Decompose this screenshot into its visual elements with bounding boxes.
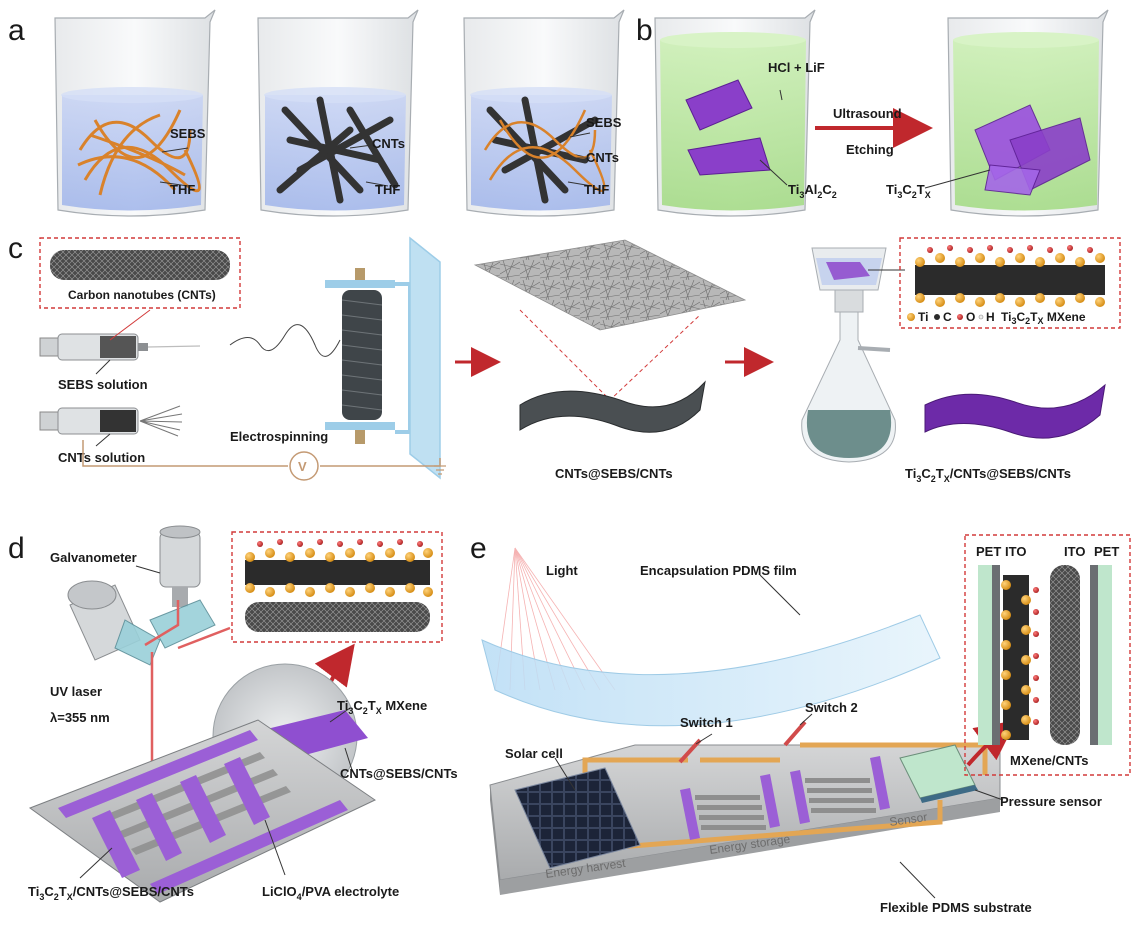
hv-circuit: V — [82, 440, 446, 481]
svg-text:O: O — [966, 310, 975, 324]
label-cnts: CNTs — [372, 136, 405, 151]
label-solar-cell: Solar cell — [505, 746, 563, 761]
collector-drum — [325, 236, 441, 480]
panel-d: d Galvanometer UV laser λ=355 nm — [8, 525, 458, 903]
label-electrode-d: Ti3C2TX/CNTs@SEBS/CNTs — [28, 884, 194, 902]
cnt-tube-drawing — [50, 250, 230, 280]
cnt-inset-box — [39, 237, 241, 309]
beaker-mxene: Ti3C2TX — [886, 9, 1109, 217]
label-thf: THF — [170, 182, 195, 197]
label-thf-3: THF — [584, 182, 609, 197]
galvanometer-device — [149, 525, 216, 649]
label-substrate: Flexible PDMS substrate — [880, 900, 1032, 915]
label-ultrasound: Ultrasound — [833, 106, 902, 121]
label-mxene-name: Ti3C2TX MXene — [1001, 310, 1086, 326]
sensor-inset-box — [964, 534, 1131, 776]
vacuum-flask — [801, 247, 905, 463]
panel-c: c Carbon nanotubes (CNTs) SEBS solution … — [8, 232, 1121, 484]
label-mxene-d: Ti3C2TX MXene — [337, 698, 427, 716]
micro-supercapacitor — [28, 719, 377, 903]
label-ti3al2c2: Ti3Al2C2 — [788, 182, 837, 200]
beaker-sebs: SEBS THF — [54, 9, 216, 217]
label-ito-left: ITO — [1005, 544, 1026, 559]
label-electrolyte: LiClO4/PVA electrolyte — [262, 884, 399, 902]
label-sebs: SEBS — [170, 126, 206, 141]
uv-laser-head — [67, 580, 161, 666]
label-etchant: HCl + LiF — [768, 60, 825, 75]
cnt-tubes — [276, 96, 399, 204]
sensor-cross-section — [978, 565, 1112, 745]
fiber-jet — [229, 324, 341, 357]
label-uv-laser: UV laser — [50, 684, 102, 699]
panel-letter-b: b — [636, 14, 653, 47]
laser-path — [144, 600, 180, 647]
svg-text:C: C — [943, 310, 952, 324]
label-electrospinning: Electrospinning — [230, 429, 328, 444]
label-switch2: Switch 2 — [805, 700, 858, 715]
engraved-sensor: Sensor — [888, 810, 928, 829]
switch-2 — [783, 720, 807, 747]
label-cnts-2: CNTs — [586, 150, 619, 165]
encapsulation-film — [481, 614, 941, 727]
panel-letter-d: d — [8, 532, 25, 565]
panel-a: a SEBS THF — [8, 9, 625, 217]
beaker-etchant: HCl + LiF Ti3Al2C2 — [654, 9, 837, 217]
label-cnts-sebs-cnts-d: CNTs@SEBS/CNTs — [340, 766, 458, 781]
voltmeter-label: V — [298, 459, 307, 474]
label-ito-right: ITO — [1064, 544, 1085, 559]
syringe-sebs — [39, 309, 201, 375]
label-carbon-nanotubes: Carbon nanotubes (CNTs) — [68, 288, 216, 302]
label-sebs-solution: SEBS solution — [58, 377, 148, 392]
panel-b: b HCl + LiF Ti3Al2C2 Ultrasound Etching — [636, 9, 1109, 217]
mxene-structure — [915, 245, 1105, 307]
ground-icon — [434, 465, 446, 475]
label-etching: Etching — [846, 142, 894, 157]
label-switch1: Switch 1 — [680, 715, 733, 730]
label-light: Light — [546, 563, 578, 578]
beaker-mix: SEBS CNTs THF — [463, 9, 625, 217]
panel-e: e Light Encapsulation PDMS film — [470, 532, 1131, 915]
mxene-legend: Ti C O H Ti3C2TX MXene — [907, 310, 1086, 326]
voltmeter-icon — [289, 451, 319, 481]
sebs-fibers — [77, 109, 201, 196]
beaker-cnts: CNTs THF — [257, 9, 419, 217]
label-sebs-2: SEBS — [586, 115, 622, 130]
label-mxene-cnts: MXene/CNTs — [1010, 753, 1089, 768]
label-thf-2: THF — [375, 182, 400, 197]
label-ti3c2tx: Ti3C2TX — [886, 182, 931, 200]
mxene-inset-box — [899, 237, 1121, 329]
fiber-mat — [473, 239, 747, 433]
label-cnts-sebs-cnts: CNTs@SEBS/CNTs — [555, 466, 673, 481]
syringe-cnts — [39, 405, 183, 447]
label-final-film: Ti3C2TX/CNTs@SEBS/CNTs — [905, 466, 1071, 484]
mxene-cnt-structure-d — [245, 539, 433, 632]
label-pressure-sensor: Pressure sensor — [1000, 794, 1102, 809]
process-arrow-b: Ultrasound Etching — [815, 106, 933, 157]
panel-letter-a: a — [8, 14, 25, 47]
mxene-cnt-inset-d — [231, 531, 443, 643]
label-pet-right: PET — [1094, 544, 1119, 559]
label-pet-left: PET — [976, 544, 1001, 559]
label-cnts-solution: CNTs solution — [58, 450, 145, 465]
svg-text:H: H — [986, 310, 995, 324]
panel-letter-c: c — [8, 232, 23, 265]
solar-cell — [514, 767, 641, 869]
energy-storage-devices — [680, 756, 890, 840]
label-wavelength: λ=355 nm — [50, 710, 110, 725]
label-galvanometer: Galvanometer — [50, 550, 137, 565]
panel-letter-e: e — [470, 532, 487, 565]
svg-text:Ti: Ti — [918, 310, 928, 324]
mxene-film — [924, 383, 1106, 439]
label-encapsulation: Encapsulation PDMS film — [640, 563, 797, 578]
